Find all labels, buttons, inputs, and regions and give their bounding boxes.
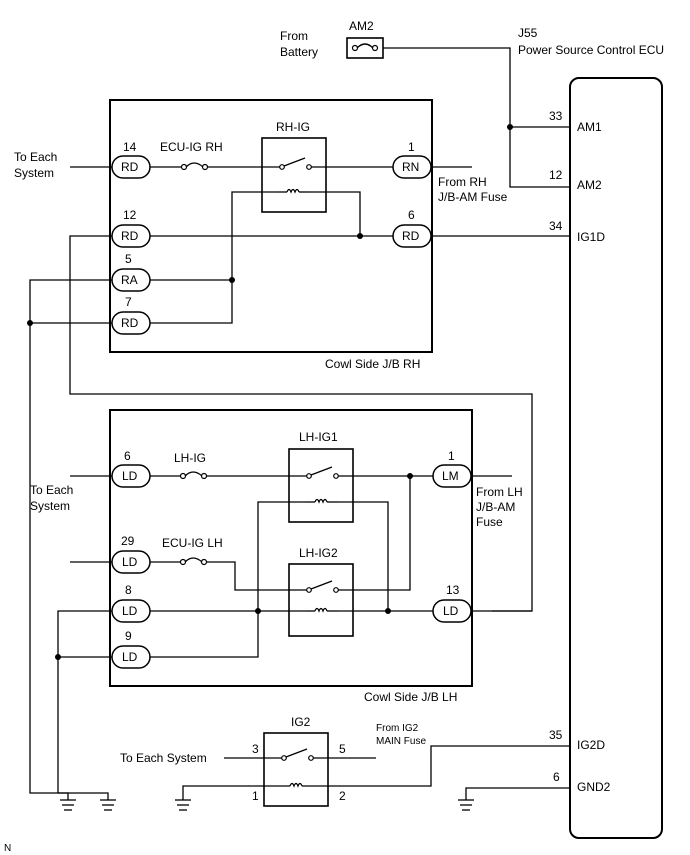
corner-mark: N — [4, 843, 11, 854]
lh-to-each-system-line1: To Each — [30, 483, 73, 497]
relay-rh-ig — [261, 137, 327, 213]
battery-label-line1: From — [280, 29, 308, 43]
relay-ig2 — [263, 732, 329, 807]
relay-coil-icon — [314, 498, 328, 504]
ig2-to-each-system: To Each System — [120, 751, 207, 765]
jb-lh-fuse1-label: LH-IG — [174, 451, 206, 465]
jb-rh-conn-5: RA — [121, 273, 138, 287]
jb-lh-relay2-label: LH-IG2 — [299, 546, 338, 560]
ig2-from-fuse-line2: MAIN Fuse — [376, 736, 426, 747]
jb-lh-conn-13: LD — [443, 604, 459, 618]
svg-text:7: 7 — [125, 295, 132, 309]
jb-lh-conn-29: LD — [122, 555, 138, 569]
ecu-pin-num-12: 12 — [549, 168, 563, 182]
ecu-pin-am2: AM2 — [577, 178, 602, 192]
wire-am2-to-ecu — [383, 47, 570, 188]
ecu-pin-gnd2: GND2 — [577, 780, 611, 794]
ecu-code: J55 — [518, 26, 538, 40]
ig2-relay-group: IG2 3 5 1 2 To Each System From IG2 MAIN… — [120, 715, 570, 807]
power-source-control-ecu: J55 Power Source Control ECU AM1 AM2 IG1… — [518, 26, 664, 839]
ecu-pin-am1: AM1 — [577, 120, 602, 134]
fuse-icon — [185, 162, 204, 168]
relay-switch-icon — [310, 466, 333, 476]
svg-text:5: 5 — [125, 252, 132, 266]
fuse-icon — [184, 557, 203, 563]
svg-text:1: 1 — [408, 140, 415, 154]
ecu-pin-ig2d: IG2D — [577, 738, 605, 752]
cowl-side-jb-lh: Cowl Side J/B LH LD 6 LM 1 LD 29 LD 8 LD… — [30, 409, 532, 800]
wire-rh5-ground — [29, 279, 112, 800]
svg-text:8: 8 — [125, 583, 132, 597]
jb-rh-conn-12: RD — [121, 229, 139, 243]
ecu-pin-num-6: 6 — [553, 770, 560, 784]
ecu-pin-num-33: 33 — [549, 109, 563, 123]
ecu-pin-ig1d: IG1D — [577, 230, 605, 244]
svg-text:6: 6 — [408, 208, 415, 222]
relay-coil-icon — [289, 782, 303, 788]
fuse-icon — [184, 471, 203, 477]
svg-text:6: 6 — [124, 449, 131, 463]
jb-lh-conn-8: LD — [122, 604, 138, 618]
rh-to-each-system-line2: System — [14, 166, 54, 180]
jb-rh-fuse-label: ECU-IG RH — [160, 140, 223, 154]
relay-coil-icon — [286, 188, 300, 194]
ecu-pin-num-34: 34 — [549, 219, 563, 233]
jb-lh-conn-6: LD — [122, 469, 138, 483]
jb-lh-fuse2-label: ECU-IG LH — [162, 536, 223, 550]
lh-from-fuse-line3: Fuse — [476, 515, 503, 529]
relay-switch-icon — [310, 580, 333, 590]
jb-rh-relay-label: RH-IG — [276, 120, 310, 134]
jb-rh-conn-7: RD — [121, 316, 139, 330]
ig2-pin-2: 2 — [339, 789, 346, 803]
ground-icon — [60, 799, 76, 811]
wire-lh8-ground — [57, 610, 112, 800]
relay-switch-icon — [285, 748, 308, 758]
jb-lh-relay1-label: LH-IG1 — [299, 430, 338, 444]
fuse-am2-label: AM2 — [349, 19, 374, 33]
rh-from-fuse-line2: J/B-AM Fuse — [438, 190, 508, 204]
ig2-from-fuse-line1: From IG2 — [376, 723, 419, 734]
jb-rh-conn-1: RN — [402, 160, 419, 174]
wire-gnd2 — [465, 787, 570, 800]
rh-from-fuse-line1: From RH — [438, 175, 487, 189]
svg-text:29: 29 — [121, 534, 135, 548]
rh-to-each-system-line1: To Each — [14, 150, 57, 164]
svg-text:9: 9 — [125, 629, 132, 643]
lh-from-fuse-line1: From LH — [476, 485, 523, 499]
fuse-am2-group: AM2 From Battery — [280, 19, 570, 188]
relay-switch-icon — [283, 157, 306, 167]
ground-icon — [458, 799, 474, 811]
ig2-pin-5: 5 — [339, 742, 346, 756]
svg-text:12: 12 — [123, 208, 137, 222]
ig2-relay-label: IG2 — [291, 715, 311, 729]
ground-icon — [175, 799, 191, 811]
ecu-body — [569, 77, 663, 839]
lh-to-each-system-line2: System — [30, 499, 70, 513]
fuse-am2-icon — [356, 43, 374, 49]
jb-lh-conn-1: LM — [442, 469, 459, 483]
jb-lh-title: Cowl Side J/B LH — [364, 690, 457, 704]
svg-text:13: 13 — [446, 583, 460, 597]
relay-coil-icon — [314, 607, 328, 613]
ig2-pin-3: 3 — [252, 742, 259, 756]
jb-rh-title: Cowl Side J/B RH — [325, 357, 420, 371]
ig2-pin-1: 1 — [252, 789, 259, 803]
jb-rh-conn-6: RD — [402, 229, 420, 243]
jb-lh-conn-9: LD — [122, 650, 138, 664]
ecu-pin-num-35: 35 — [549, 728, 563, 742]
jb-rh-box — [109, 99, 433, 353]
lh-from-fuse-line2: J/B-AM — [476, 500, 515, 514]
relay-lh-ig2 — [288, 563, 354, 637]
svg-text:14: 14 — [123, 140, 137, 154]
cowl-side-jb-rh: Cowl Side J/B RH RD 14 RN 1 RD 12 RD 6 R… — [14, 99, 570, 371]
relay-lh-ig1 — [288, 448, 354, 523]
jb-lh-box — [109, 409, 473, 687]
ecu-name: Power Source Control ECU — [518, 43, 664, 57]
battery-label-line2: Battery — [280, 45, 318, 59]
ground-icon — [100, 799, 116, 811]
jb-rh-conn-14: RD — [121, 160, 139, 174]
svg-text:1: 1 — [448, 449, 455, 463]
